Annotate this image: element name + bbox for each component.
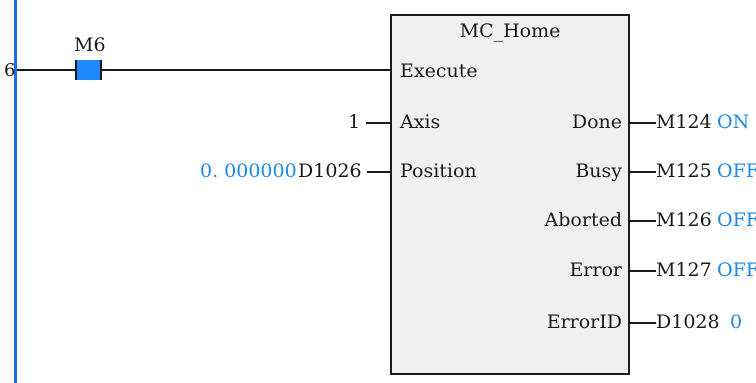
pin-axis: Axis — [400, 111, 441, 133]
axis-input-value[interactable]: 1 — [348, 111, 361, 133]
error-wire — [630, 270, 656, 272]
done-status: ON — [717, 111, 750, 133]
rung-wire-left — [17, 69, 75, 71]
aborted-status: OFF — [717, 209, 756, 231]
position-live-value: 0. 000000 — [200, 160, 297, 182]
error-variable[interactable]: M127 — [656, 259, 712, 281]
pin-aborted: Aborted — [544, 209, 622, 231]
contact-m6[interactable] — [75, 60, 102, 80]
errorid-variable[interactable]: D1028 — [656, 311, 720, 333]
busy-status: OFF — [717, 160, 756, 182]
errorid-wire — [630, 322, 656, 324]
pin-position: Position — [400, 160, 477, 182]
axis-wire — [366, 122, 390, 124]
pin-execute: Execute — [400, 60, 478, 82]
function-block-title: MC_Home — [459, 20, 561, 42]
aborted-variable[interactable]: M126 — [656, 209, 712, 231]
rung-number: 6 — [4, 60, 16, 81]
aborted-wire — [630, 220, 656, 222]
position-wire — [367, 171, 390, 173]
done-wire — [630, 122, 656, 124]
errorid-value: 0 — [730, 311, 743, 333]
function-block-mc-home[interactable] — [390, 14, 630, 375]
error-status: OFF — [717, 259, 756, 281]
busy-variable[interactable]: M125 — [656, 160, 712, 182]
busy-wire — [630, 171, 656, 173]
power-rail — [14, 0, 17, 383]
pin-errorid: ErrorID — [546, 311, 622, 333]
contact-label: M6 — [74, 34, 106, 56]
done-variable[interactable]: M124 — [656, 111, 712, 133]
pin-error: Error — [569, 259, 622, 281]
position-variable[interactable]: D1026 — [298, 160, 362, 182]
pin-done: Done — [571, 111, 622, 133]
pin-busy: Busy — [575, 160, 622, 182]
rung-wire-execute — [102, 69, 390, 71]
